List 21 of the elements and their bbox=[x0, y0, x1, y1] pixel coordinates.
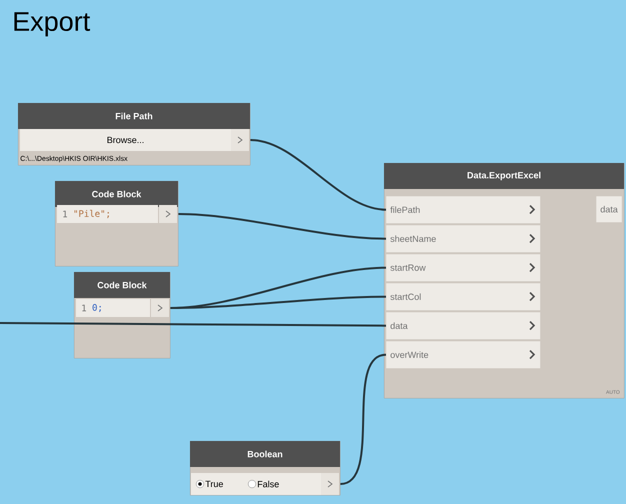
node-header: Data.ExportExcel bbox=[384, 163, 624, 189]
node-header: Code Block bbox=[74, 272, 170, 298]
wire bbox=[178, 213, 386, 240]
browse-button: Browse... bbox=[20, 129, 231, 151]
output-label: data bbox=[596, 196, 622, 222]
input-port: data bbox=[386, 312, 540, 340]
node-header: File Path bbox=[18, 103, 250, 129]
input-port: filePath bbox=[386, 196, 540, 224]
radio-button: False bbox=[248, 480, 279, 488]
node-header: Boolean bbox=[190, 441, 340, 467]
title: Export bbox=[14, 12, 90, 36]
wire bbox=[170, 296, 386, 309]
input-port: overWrite bbox=[386, 341, 540, 368]
wire bbox=[0, 322, 386, 327]
input-port: startRow bbox=[386, 254, 540, 282]
wire bbox=[250, 139, 386, 211]
node-header: Code Block bbox=[55, 181, 178, 207]
input-port: startCol bbox=[386, 283, 540, 310]
input-port: sheetName bbox=[386, 225, 540, 252]
radio-button: True bbox=[196, 480, 223, 488]
wire bbox=[340, 354, 386, 485]
